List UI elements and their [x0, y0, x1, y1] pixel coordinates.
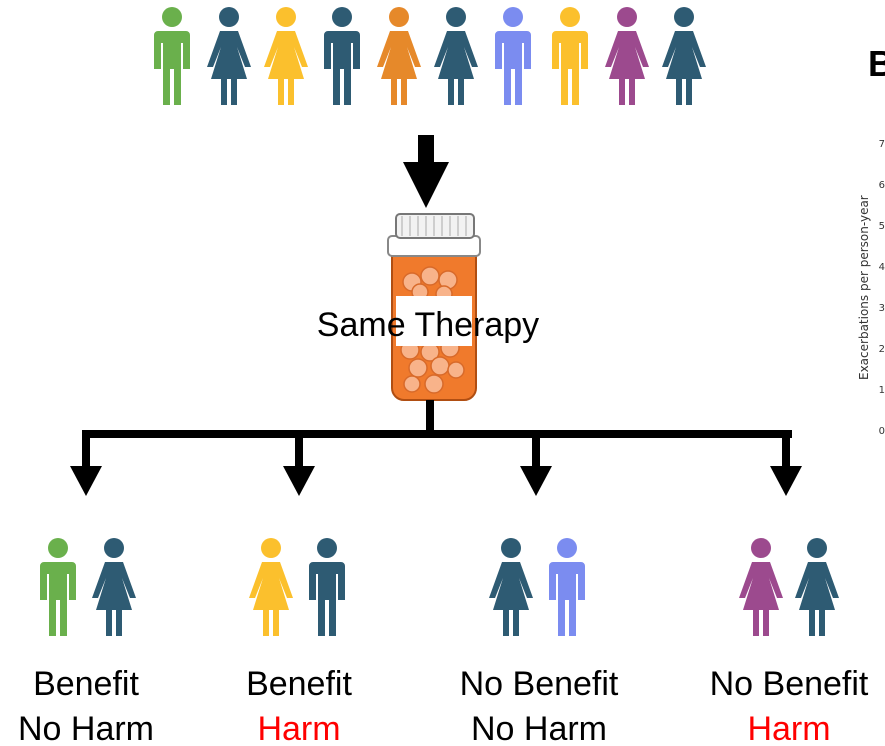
- therapy-label: Same Therapy: [317, 306, 539, 344]
- man-icon: [40, 538, 76, 636]
- man-icon: [495, 7, 531, 105]
- man-icon: [324, 7, 360, 105]
- woman-icon: [92, 538, 136, 636]
- y-tick-label: 3: [879, 303, 885, 314]
- branch-stem: [782, 434, 790, 470]
- pill-bottle-icon: [387, 213, 481, 401]
- woman-icon: [264, 7, 308, 105]
- woman-icon: [662, 7, 706, 105]
- man-icon: [154, 7, 190, 105]
- outcome-harm-label: Harm: [747, 710, 830, 746]
- side-chart: B 7 6 5 4 3 2 1 0 Exacerbations per person-year: [857, 43, 885, 437]
- woman-icon: [605, 7, 649, 105]
- down-arrow-icon: [770, 466, 802, 496]
- outcome-benefit-label: No Benefit: [460, 665, 619, 703]
- outcome-group: Benefit No Harm: [18, 538, 154, 746]
- woman-icon: [249, 538, 293, 636]
- y-tick-label: 5: [879, 221, 885, 232]
- chart-y-axis-label: Exacerbations per person-year: [857, 195, 871, 380]
- outcome-benefit-label: Benefit: [33, 665, 139, 703]
- population-row: [154, 7, 706, 105]
- woman-icon: [207, 7, 251, 105]
- man-icon: [552, 7, 588, 105]
- branch-tree: [70, 400, 802, 496]
- down-arrow-icon: [70, 466, 102, 496]
- outcome-harm-label: Harm: [257, 710, 340, 746]
- y-tick-label: 6: [879, 180, 885, 191]
- woman-icon: [377, 7, 421, 105]
- y-tick-label: 7: [879, 139, 885, 150]
- outcome-harm-label: No Harm: [18, 710, 154, 746]
- woman-icon: [489, 538, 533, 636]
- arrow-to-therapy: [403, 135, 449, 208]
- man-icon: [309, 538, 345, 636]
- branch-stem: [532, 434, 540, 470]
- woman-icon: [739, 538, 783, 636]
- chart-y-ticks: 7 6 5 4 3 2 1 0: [879, 139, 885, 437]
- y-tick-label: 2: [879, 344, 885, 355]
- chart-panel-letter: B: [868, 43, 885, 84]
- y-tick-label: 4: [879, 262, 885, 273]
- y-tick-label: 1: [879, 385, 885, 396]
- outcome-benefit-label: No Benefit: [710, 665, 869, 703]
- down-arrow-icon: [520, 466, 552, 496]
- down-arrow-icon: [283, 466, 315, 496]
- woman-icon: [795, 538, 839, 636]
- branch-stem: [82, 434, 90, 470]
- outcome-group: No Benefit No Harm: [460, 538, 619, 746]
- branch-stem: [295, 434, 303, 470]
- woman-icon: [434, 7, 478, 105]
- man-icon: [549, 538, 585, 636]
- outcome-benefit-label: Benefit: [246, 665, 352, 703]
- outcome-harm-label: No Harm: [471, 710, 607, 746]
- y-tick-label: 0: [879, 426, 885, 437]
